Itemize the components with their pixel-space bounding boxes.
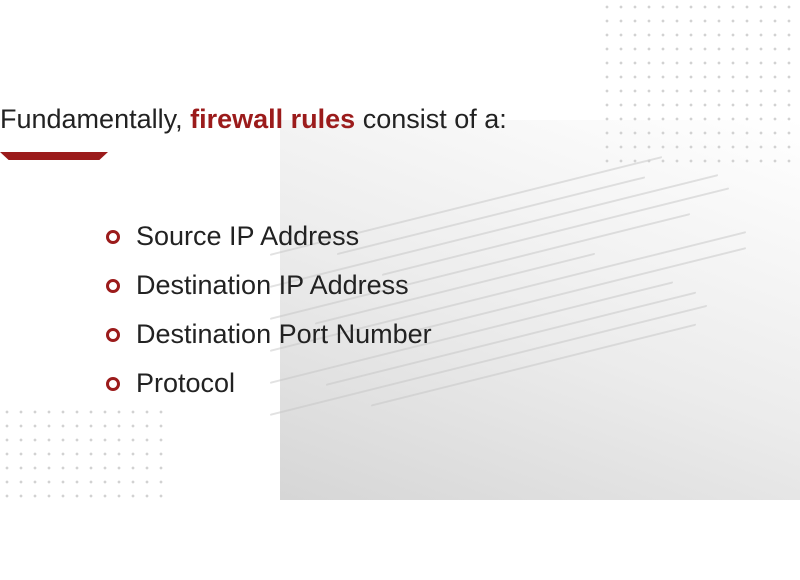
list-item-label: Source IP Address (136, 221, 360, 251)
list-item-label: Destination Port Number (136, 319, 432, 349)
headline-underline (0, 152, 108, 160)
headline: Fundamentally, firewall rules consist of… (0, 104, 507, 135)
ring-bullet-icon (106, 278, 120, 293)
dot-grid-top-right (600, 0, 800, 170)
list-item: Protocol (106, 359, 432, 408)
list-item-label: Protocol (136, 368, 236, 398)
rule-components-list: Source IP Address Destination IP Address… (106, 212, 432, 408)
list-item-label: Destination IP Address (136, 270, 409, 300)
headline-highlight: firewall rules (190, 104, 356, 134)
ring-bullet-icon (106, 229, 120, 244)
list-item: Destination Port Number (106, 310, 432, 359)
dot-grid-bottom-left (0, 405, 165, 500)
list-item: Destination IP Address (106, 261, 432, 310)
ring-bullet-icon (106, 376, 120, 391)
headline-suffix: consist of a: (355, 104, 507, 134)
headline-prefix: Fundamentally, (0, 104, 191, 134)
ring-bullet-icon (106, 327, 120, 342)
list-item: Source IP Address (106, 212, 432, 261)
